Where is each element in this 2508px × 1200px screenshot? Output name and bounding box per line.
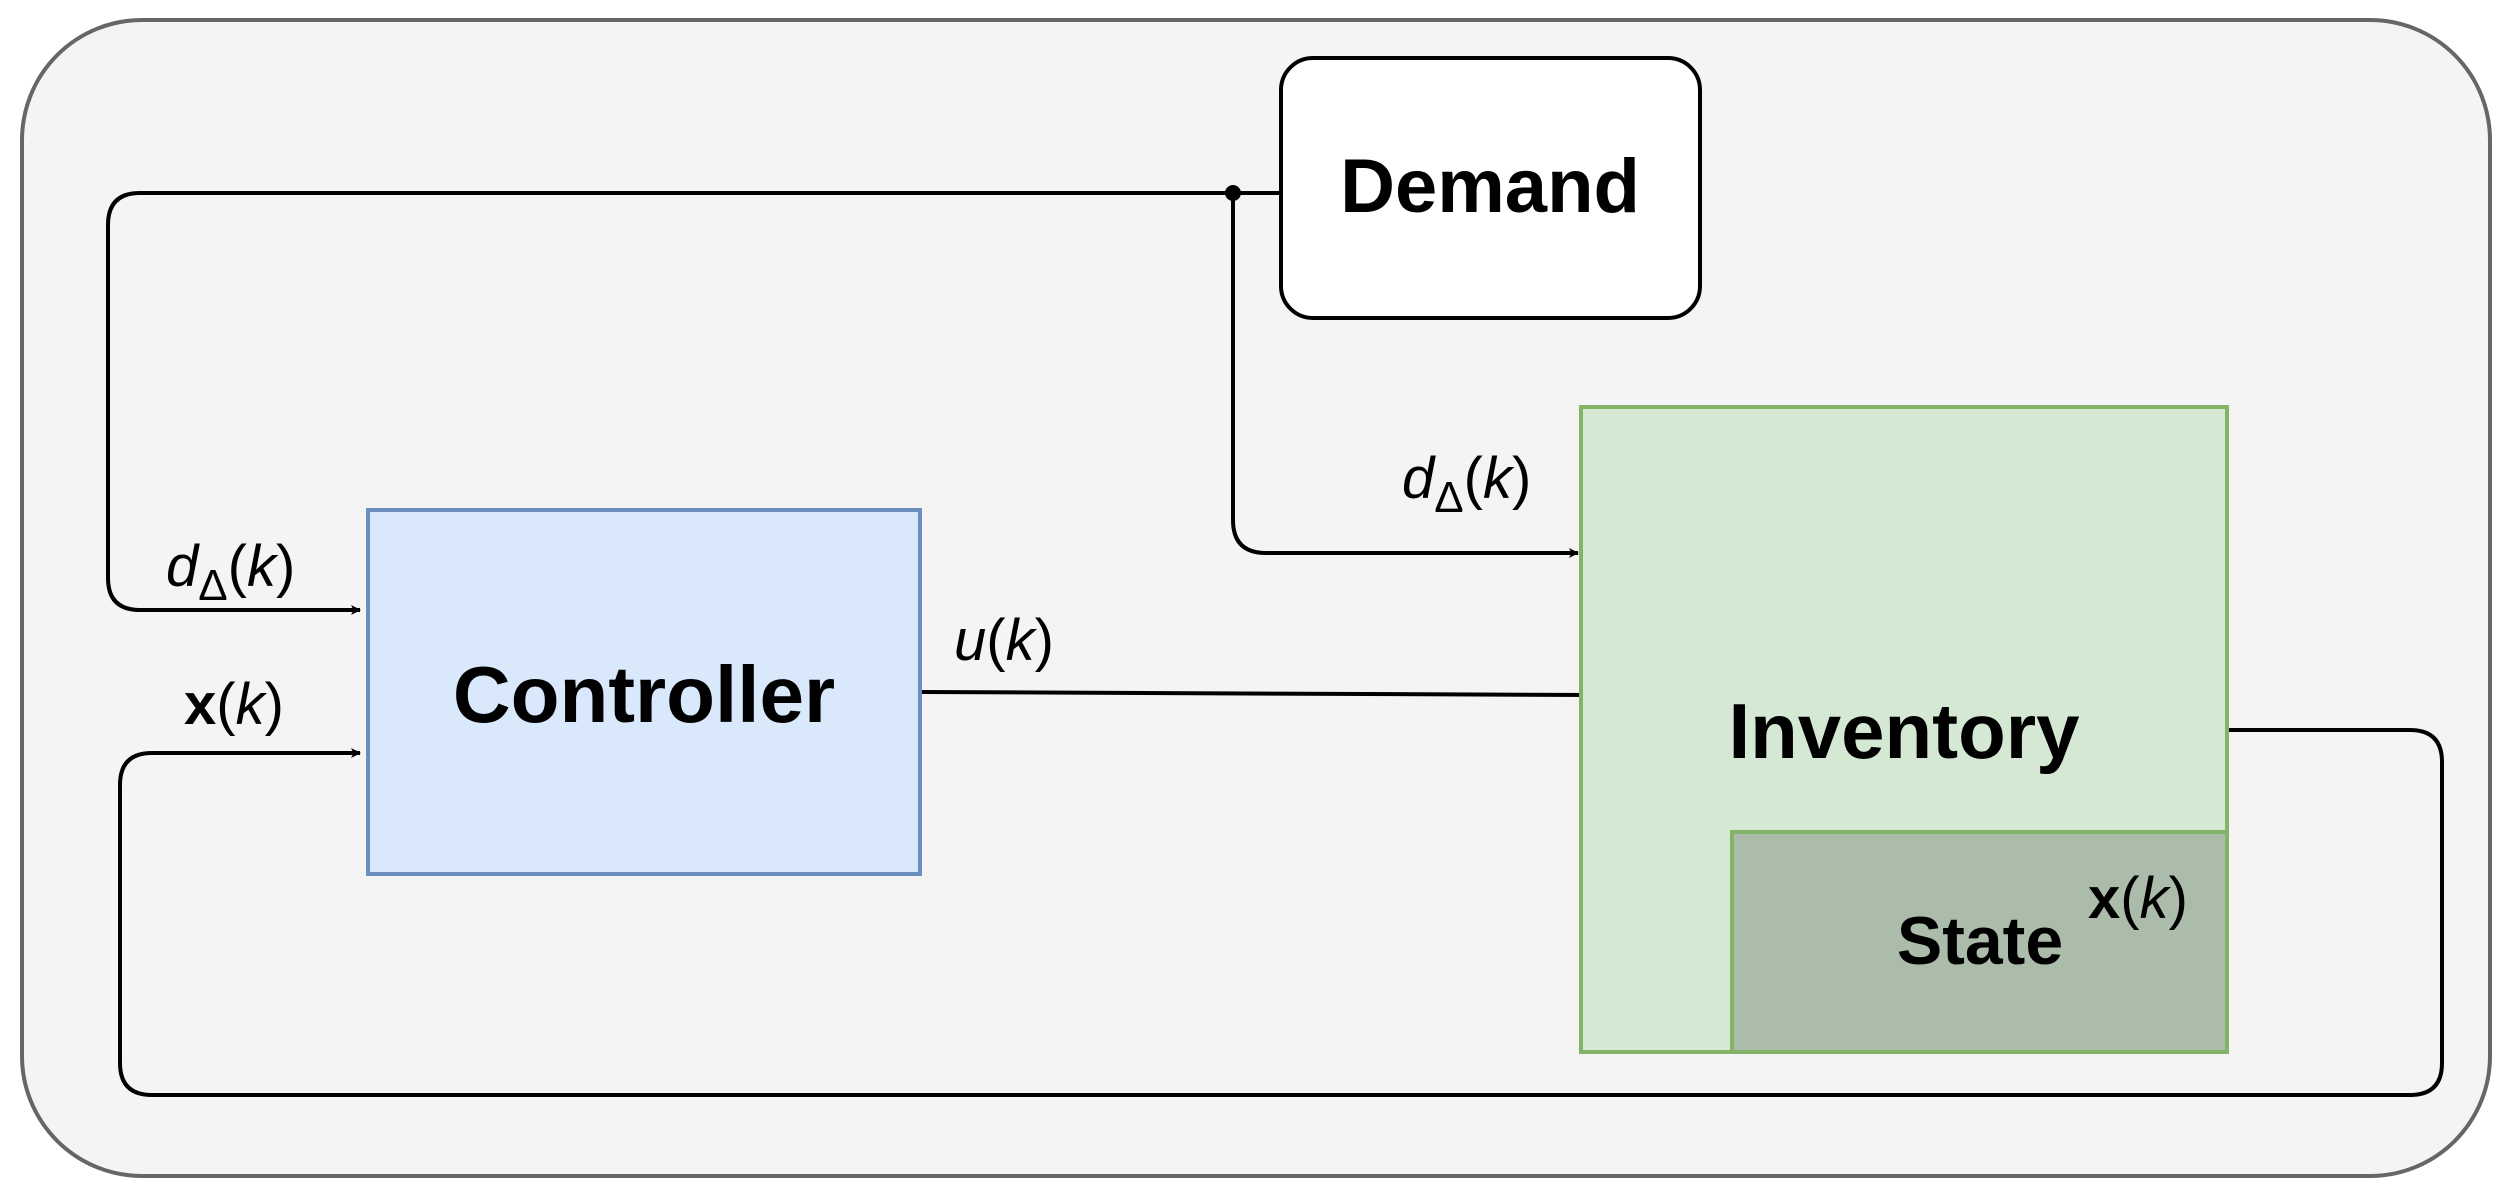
- demand-controller-signal-label: dΔ(k): [166, 534, 295, 610]
- demand-to-controller-arrow: [106, 191, 1280, 615]
- junction-dot: [1225, 185, 1241, 201]
- demand-inventory-signal-label: dΔ(k): [1402, 446, 1531, 522]
- state-label: State: [1897, 903, 2063, 979]
- state-signal-label: x(k): [2088, 866, 2188, 931]
- inventory-label: Inventory: [1728, 687, 2079, 775]
- state-feedback-arrow: [118, 728, 2444, 1097]
- demand-block: Demand: [1279, 56, 1702, 320]
- state-feedback-signal-label: x(k): [184, 672, 284, 737]
- control-input-signal-label: u(k): [954, 608, 1054, 673]
- state-block: State: [1730, 830, 2229, 1054]
- controller-block: Controller: [366, 508, 922, 876]
- demand-label: Demand: [1340, 144, 1640, 229]
- controller-label: Controller: [453, 650, 835, 739]
- demand-to-inventory-arrow: [1231, 193, 1579, 558]
- control-input-arrow: [921, 689, 1591, 700]
